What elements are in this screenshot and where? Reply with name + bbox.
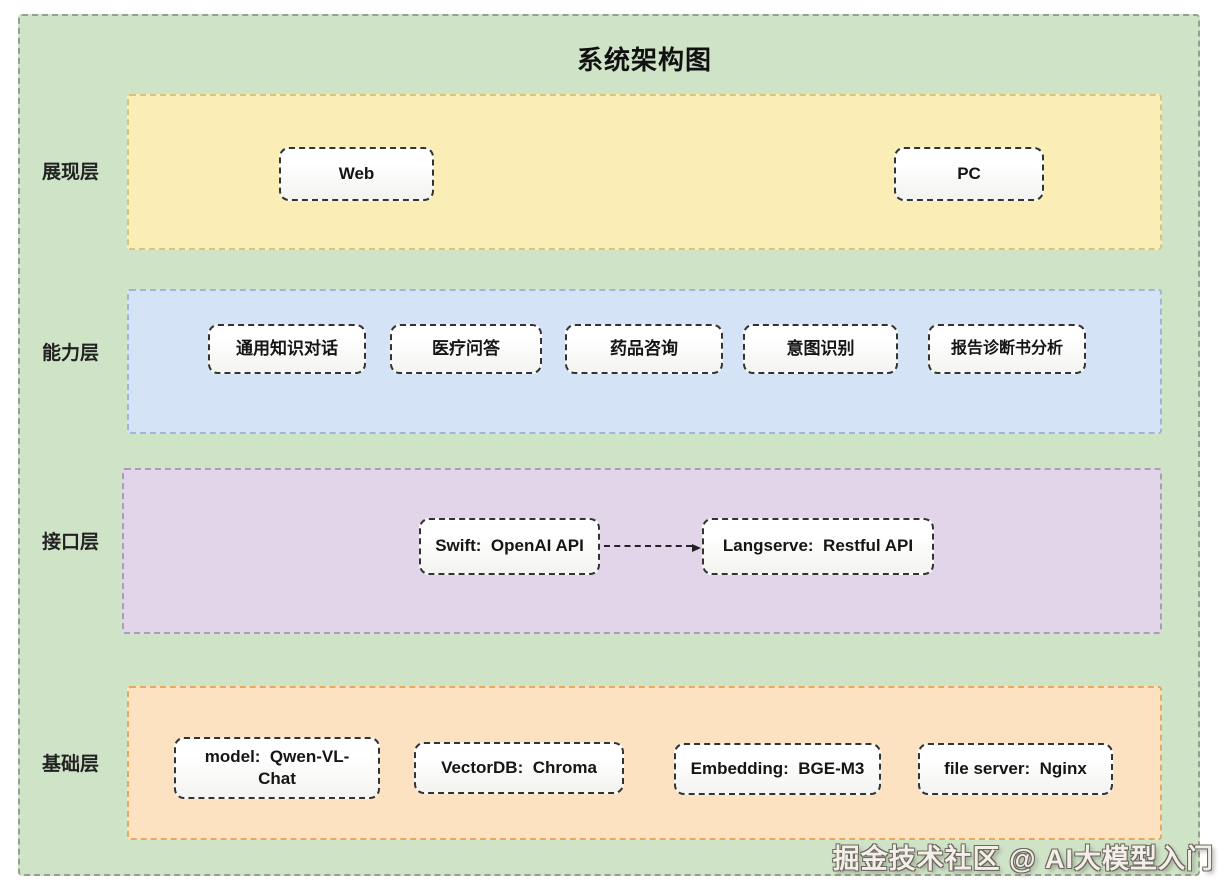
- node-intent-recognition: 意图识别: [743, 324, 898, 374]
- node-file-server-nginx: file server: Nginx: [918, 743, 1113, 795]
- node-swift-openai-api: Swift: OpenAI API: [419, 518, 600, 575]
- foundation-layer-band: model: Qwen-VL-Chat VectorDB: Chroma Emb…: [127, 686, 1162, 840]
- node-general-knowledge-chat: 通用知识对话: [208, 324, 366, 374]
- node-vectordb-chroma: VectorDB: Chroma: [414, 742, 624, 794]
- architecture-frame: 系统架构图 展现层 Web PC 能力层 通用知识对话 医疗问答 药品咨询 意图…: [18, 14, 1200, 876]
- node-model-qwen-vl-chat: model: Qwen-VL-Chat: [174, 737, 380, 799]
- layer-label-interface: 接口层: [42, 532, 100, 553]
- layer-label-foundation: 基础层: [42, 754, 100, 775]
- node-langserve-restful-api: Langserve: Restful API: [702, 518, 934, 575]
- diagram-title: 系统架构图: [576, 45, 712, 75]
- node-web: Web: [279, 147, 434, 201]
- node-report-diagnosis-analysis: 报告诊断书分析: [928, 324, 1086, 374]
- capability-layer-band: 通用知识对话 医疗问答 药品咨询 意图识别 报告诊断书分析: [127, 289, 1162, 434]
- presentation-layer-band: Web PC: [127, 94, 1162, 250]
- watermark-text: 掘金技术社区 @ AI大模型入门: [832, 844, 1214, 874]
- dashed-right-arrow-icon: [604, 544, 701, 552]
- node-pc: PC: [894, 147, 1044, 201]
- node-drug-consultation: 药品咨询: [565, 324, 723, 374]
- layer-label-presentation: 展现层: [42, 162, 100, 183]
- node-embedding-bge-m3: Embedding: BGE-M3: [674, 743, 881, 795]
- node-medical-qa: 医疗问答: [390, 324, 542, 374]
- layer-label-capability: 能力层: [42, 343, 100, 364]
- interface-layer-band: Swift: OpenAI API Langserve: Restful API: [122, 468, 1162, 634]
